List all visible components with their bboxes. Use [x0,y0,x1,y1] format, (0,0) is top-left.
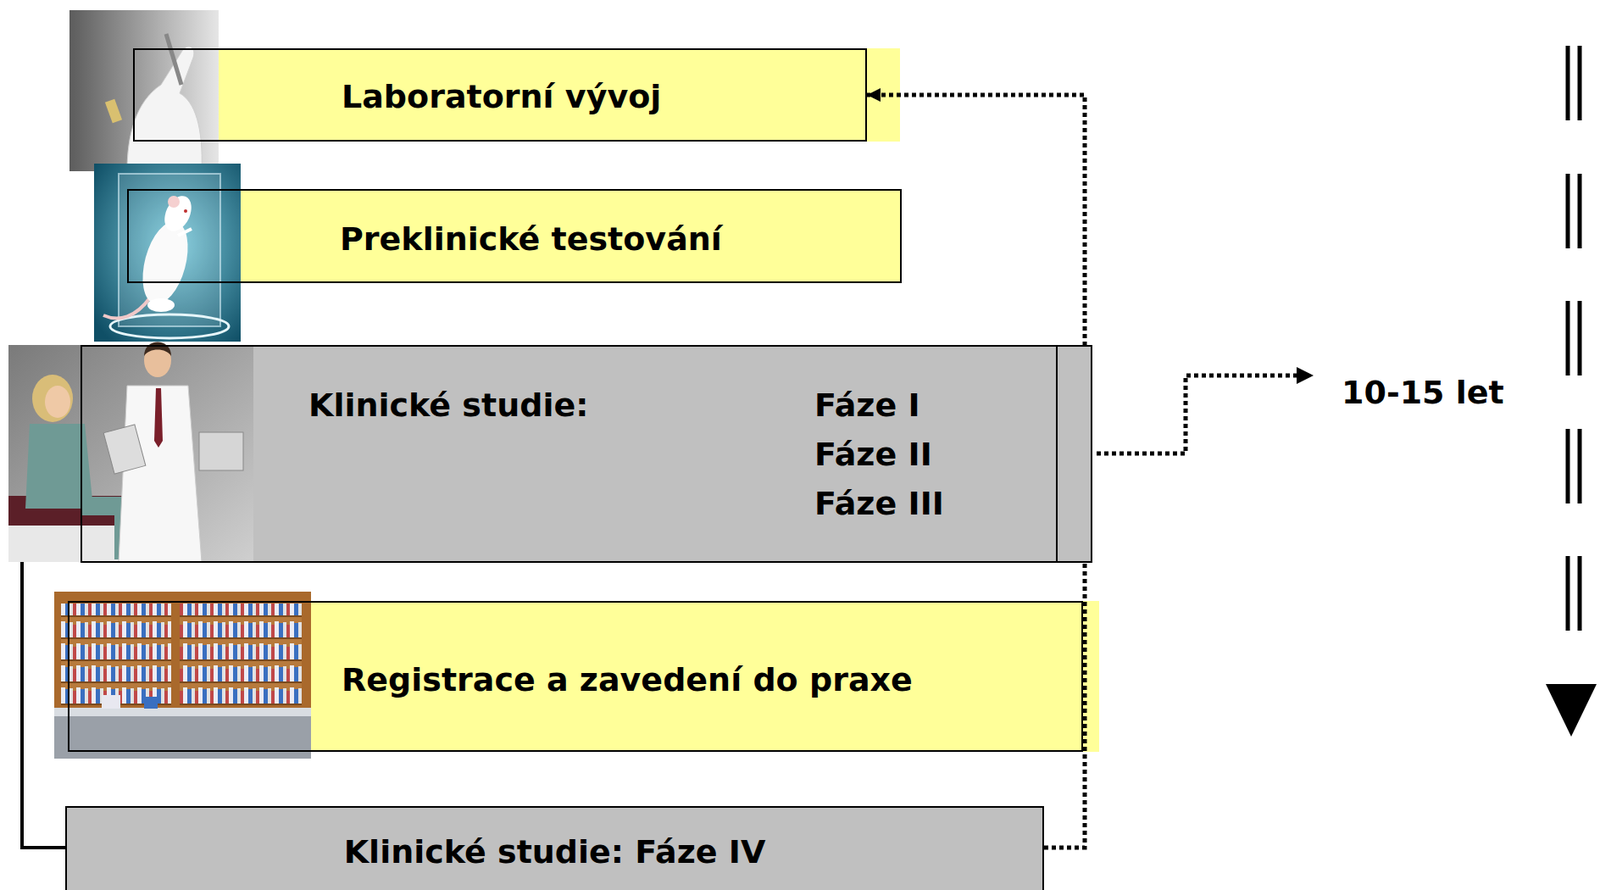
stage-box: Laboratorní vývoj [133,48,867,142]
solid-connector [22,561,66,848]
grey-panel [253,345,1092,562]
lab-photo [69,10,219,172]
yellow-panel [311,600,1100,752]
stage-label: Registrace a zavedení do praxe [341,661,913,700]
pharmacy-photo [54,591,312,759]
clinical-band: Klinické studie: Fáze I Fáze II Fáze III [8,345,1092,562]
dotted-connector [1044,561,1085,848]
stage-label: Klinické studie: Fáze IV [344,833,767,873]
yellow-panel [240,188,902,284]
axis-arrowhead [1545,683,1597,737]
time-axis [1567,45,1580,631]
duration-arrow [1096,375,1300,454]
stage-box: Preklinické testování [127,188,902,284]
stage-label: Fáze I [814,386,921,426]
arrow-head [1296,366,1314,384]
dotted-connector [866,94,1085,346]
yellow-panel [218,48,900,142]
stage-box: Registrace a zavedení do praxe [67,600,1084,752]
stage-label: Laboratorní vývoj [341,77,662,117]
stage-label: Fáze II [814,435,933,475]
doctor-photo [8,342,254,563]
band-divider [1055,345,1058,562]
stage-label: Fáze III [814,484,945,524]
duration-label: 10-15 let [1341,373,1505,413]
stage-label: Klinické studie: [308,386,589,426]
stage-label: Preklinické testování [339,220,723,260]
band-outline [81,345,1092,562]
phase-band: Klinické studie: Fáze IV [65,805,1045,890]
